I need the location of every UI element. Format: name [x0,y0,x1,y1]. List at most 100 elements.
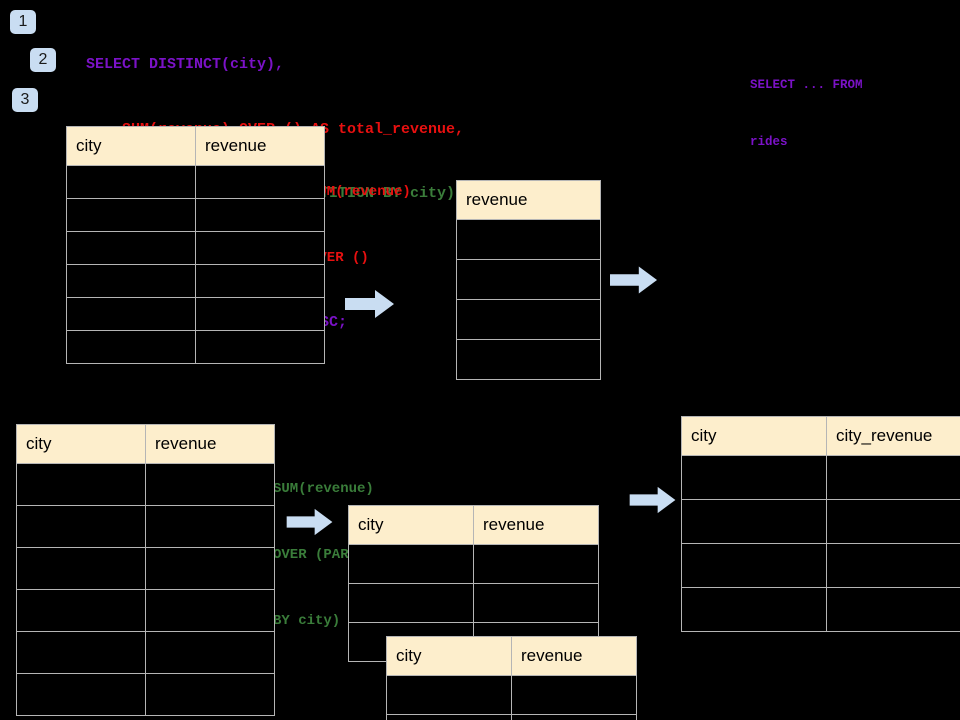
table-row [681,455,960,500]
table-partition-group-b: city revenue [386,636,637,720]
cell-city-revenue [826,587,960,632]
cell-city [16,631,146,674]
table-rides-bottom: city revenue [16,424,275,716]
cell-city [681,543,827,588]
table-header-row: city revenue [66,126,325,166]
cell-city [348,544,474,584]
annotation-total-revenue: SUM(revenue) OVER () [310,137,411,313]
cell-revenue [145,673,275,716]
column-header-revenue: revenue [511,636,637,676]
annotation-total-revenue-line-1: SUM(revenue) [310,184,411,200]
table-row [66,231,325,265]
cell-revenue [511,675,637,715]
column-header-city: city [66,126,196,166]
table-rides-top: city revenue [66,126,325,364]
table-row [66,297,325,331]
column-header-revenue: revenue [195,126,325,166]
sql-line-1: SELECT DISTINCT(city), [86,56,285,73]
cell-city [681,499,827,544]
cell-revenue [456,299,601,340]
cell-revenue [195,198,325,232]
table-row [456,219,601,260]
step-badge-1: 1 [10,10,36,34]
column-header-city-revenue: city_revenue [826,416,960,456]
table-row [456,259,601,300]
cell-city [386,714,512,720]
table-row [348,544,599,584]
cell-revenue [473,544,599,584]
cell-city-revenue [826,455,960,500]
table-row [16,589,275,632]
cell-city [16,673,146,716]
sidenote-line-1: SELECT ... FROM [750,78,863,92]
table-row [66,198,325,232]
arrow-rides-to-partition-icon [286,508,333,536]
table-header-row: city revenue [16,424,275,464]
arrow-total-to-result-icon [610,266,658,294]
column-header-city: city [348,505,474,545]
cell-city-revenue [826,499,960,544]
cell-city [348,583,474,623]
table-row [16,631,275,674]
table-result: city city_revenue [681,416,960,632]
cell-revenue [456,339,601,380]
column-header-city: city [386,636,512,676]
annotation-total-revenue-line-2: OVER () [310,250,369,266]
table-total-revenue: revenue [456,180,601,380]
table-row [681,543,960,588]
table-row [348,583,599,623]
table-row [681,499,960,544]
cell-revenue [195,297,325,331]
cell-city [66,165,196,199]
arrow-partition-to-result-icon [629,486,676,514]
cell-revenue [473,583,599,623]
cell-city [16,505,146,548]
table-row [681,587,960,632]
sidenote-line-2: rides [750,135,788,149]
table-row [386,714,637,720]
cell-city [386,675,512,715]
cell-city [66,297,196,331]
cell-city [681,455,827,500]
column-header-revenue: revenue [145,424,275,464]
cell-revenue [195,330,325,364]
table-row [16,463,275,506]
cell-revenue [511,714,637,720]
cell-city [66,264,196,298]
cell-city [16,589,146,632]
table-row [66,165,325,199]
cell-city [681,587,827,632]
cell-city [66,198,196,232]
cell-revenue [456,259,601,300]
table-header-row: city revenue [348,505,599,545]
table-header-row: city city_revenue [681,416,960,456]
step-badge-3: 3 [12,88,38,112]
annotation-city-revenue-line-1: SUM(revenue) [273,481,374,497]
column-header-city: city [16,424,146,464]
cell-revenue [145,547,275,590]
annotation-city-revenue-line-3: BY city) [273,613,341,629]
cell-revenue [145,505,275,548]
table-row [16,505,275,548]
table-row [386,675,637,715]
cell-revenue [195,165,325,199]
cell-revenue [145,631,275,674]
table-row [66,330,325,364]
column-header-revenue: revenue [473,505,599,545]
table-row [16,547,275,590]
table-header-row: city revenue [386,636,637,676]
column-header-city: city [681,416,827,456]
cell-revenue [195,231,325,265]
table-row [456,299,601,340]
sidenote-select-from-rides: SELECT ... FROM rides [750,38,863,190]
cell-revenue [145,589,275,632]
cell-revenue [456,219,601,260]
cell-city [16,463,146,506]
table-header-row: revenue [456,180,601,220]
step-badge-2: 2 [30,48,56,72]
cell-revenue [195,264,325,298]
cell-revenue [145,463,275,506]
column-header-revenue: revenue [456,180,601,220]
table-row [456,339,601,380]
